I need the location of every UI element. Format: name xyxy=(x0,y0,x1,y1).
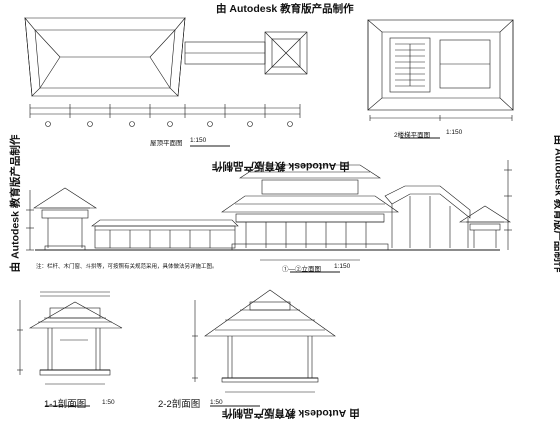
section-2-title: 2-2剖面图 xyxy=(158,399,201,410)
front-elevation xyxy=(26,160,512,273)
roof-plan xyxy=(24,17,308,147)
elevation-title: ①—②立面图 xyxy=(282,266,321,273)
stair-plan xyxy=(367,19,514,139)
watermark-middle: 由 Autodesk 教育版产品制作 xyxy=(212,160,350,172)
section-1-1 xyxy=(17,291,123,407)
watermark-left: 由 Autodesk 教育版产品制作 xyxy=(9,134,22,273)
elevation-note: 注：栏杆、木门窗、斗拱等，可按照有关规范采用，具体做法另详施工图。 xyxy=(36,264,218,270)
section-1-scale: 1:50 xyxy=(102,399,115,406)
roof-plan-scale: 1:150 xyxy=(190,137,207,144)
section-2-scale: 1:50 xyxy=(210,399,223,406)
watermark-top: 由 Autodesk 教育版产品制作 xyxy=(216,3,354,15)
elevation-scale: 1:150 xyxy=(334,263,351,270)
stair-plan-scale: 1:150 xyxy=(446,129,463,136)
watermark-right: 由 Autodesk 教育版产品制作 xyxy=(552,135,560,273)
stair-plan-title: 2楼梯平面图 xyxy=(394,132,431,139)
section-2-2 xyxy=(192,289,336,407)
watermark-bottom: 由 Autodesk 教育版产品制作 xyxy=(222,407,360,419)
section-1-title: 1-1剖面图 xyxy=(44,399,87,410)
roof-plan-title: 屋顶平面图 xyxy=(150,140,183,147)
